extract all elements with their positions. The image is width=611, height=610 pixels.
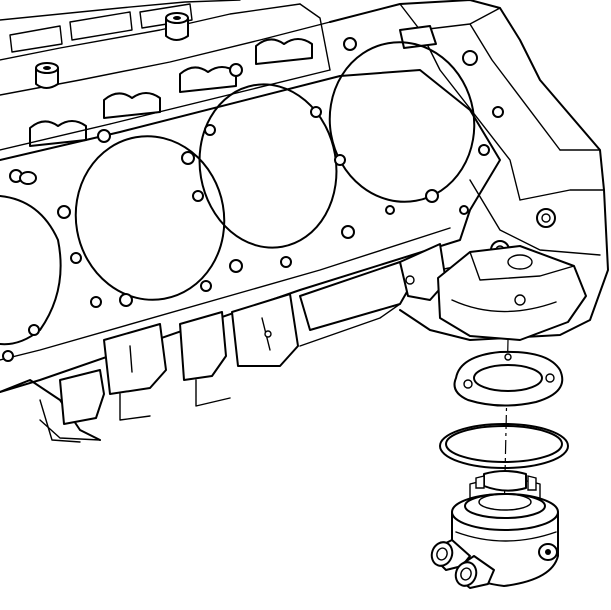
block-skirt — [0, 243, 447, 443]
oil-filter-adapter-gasket — [453, 350, 564, 407]
adapter-outlet-tube — [430, 539, 471, 571]
oil-filter-adapter — [430, 470, 559, 589]
lifter-boss — [165, 12, 189, 41]
lifter-boss — [35, 62, 59, 89]
o-ring-seal — [439, 423, 569, 469]
head-gasket-surface — [0, 37, 504, 393]
cylinder-bore — [74, 135, 226, 301]
cylinder-bore — [198, 83, 338, 249]
engine-block — [0, 0, 609, 443]
deck-holes — [2, 37, 504, 362]
adapter-mount-boss — [437, 245, 587, 341]
lifter-valley — [0, 0, 331, 151]
adapter-outlet-tube — [454, 555, 495, 589]
cylinder-bore — [0, 195, 62, 346]
cylinder-bore — [328, 41, 476, 203]
